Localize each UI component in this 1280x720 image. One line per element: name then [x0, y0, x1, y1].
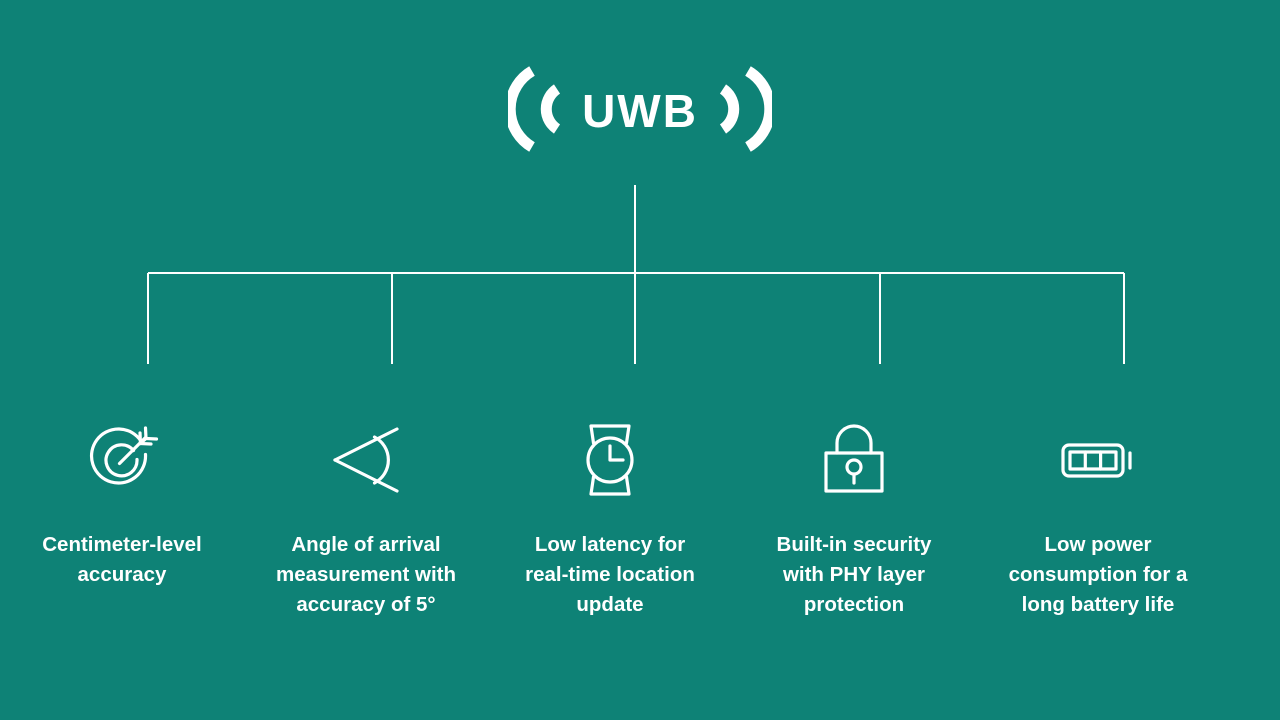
signal-waves-right-icon	[716, 59, 776, 164]
angle-measure-icon	[327, 420, 405, 500]
target-arrow-icon	[83, 420, 161, 500]
feature-list: Centimeter-level accuracy Angle of arriv…	[0, 420, 1280, 650]
feature-item-accuracy: Centimeter-level accuracy	[0, 420, 244, 590]
signal-waves-left-icon	[504, 59, 564, 164]
page-title: UWB	[582, 85, 698, 137]
feature-label: Low latency for real-time location updat…	[525, 533, 695, 616]
padlock-icon	[815, 420, 893, 500]
feature-item-power: Low power consumption for a long battery…	[976, 420, 1220, 620]
tree-connector	[0, 180, 1280, 370]
slide-header: UWB	[0, 56, 1280, 166]
smartwatch-clock-icon	[571, 420, 649, 500]
feature-item-security: Built-in security with PHY layer protect…	[732, 420, 976, 620]
feature-item-latency: Low latency for real-time location updat…	[488, 420, 732, 620]
battery-icon	[1059, 420, 1137, 500]
feature-label: Built-in security with PHY layer protect…	[776, 533, 932, 616]
feature-label: Centimeter-level accuracy	[42, 533, 202, 586]
feature-label: Angle of arrival measurement with accura…	[276, 533, 456, 616]
uwb-badge: UWB	[504, 56, 776, 166]
feature-item-angle: Angle of arrival measurement with accura…	[244, 420, 488, 620]
feature-label: Low power consumption for a long battery…	[1008, 533, 1188, 616]
